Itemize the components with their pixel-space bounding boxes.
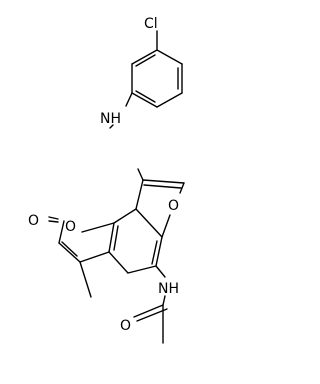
bond (156, 49, 183, 65)
bonds (48, 30, 185, 344)
bond (135, 90, 156, 103)
atom-labels: Cl NH O O O NH O (28, 16, 179, 334)
bond (135, 54, 156, 67)
bond (61, 241, 78, 257)
bond (125, 92, 133, 107)
bond (48, 220, 59, 223)
carbonyl-oxygen-label: O (28, 213, 39, 229)
bond (136, 308, 168, 322)
molecule-svg: Cl NH O O O NH O (28, 16, 185, 344)
bond (156, 92, 183, 108)
bond (135, 179, 144, 210)
bond (151, 240, 158, 265)
bond (135, 208, 163, 238)
bond (108, 251, 129, 274)
bond (109, 124, 114, 129)
bond (113, 208, 137, 224)
bond (58, 220, 65, 244)
bond (127, 265, 157, 274)
bond (48, 216, 59, 220)
bond (155, 236, 163, 267)
bond (155, 265, 166, 278)
bond (58, 242, 81, 263)
bond (162, 295, 166, 306)
bond (108, 222, 115, 253)
bond (79, 261, 92, 298)
bond (131, 49, 158, 65)
amide-oxygen-label: O (120, 318, 131, 334)
amine-nh-label: NH (100, 111, 121, 127)
structure-diagram: Cl NH O O O NH O (28, 16, 185, 344)
bond (79, 251, 110, 263)
furan-oxygen-label: O (168, 198, 179, 214)
bond (137, 168, 144, 181)
bond (113, 225, 119, 251)
bond (142, 179, 185, 184)
chlorine-label: Cl (144, 16, 158, 32)
bond (81, 222, 115, 233)
bond (133, 304, 164, 318)
bond (131, 92, 158, 108)
bond (179, 182, 185, 194)
bond (143, 184, 182, 189)
amide-nh-label: NH (158, 281, 179, 297)
pyranone-ring-oxygen-label: O (65, 219, 76, 235)
bond (161, 214, 171, 238)
